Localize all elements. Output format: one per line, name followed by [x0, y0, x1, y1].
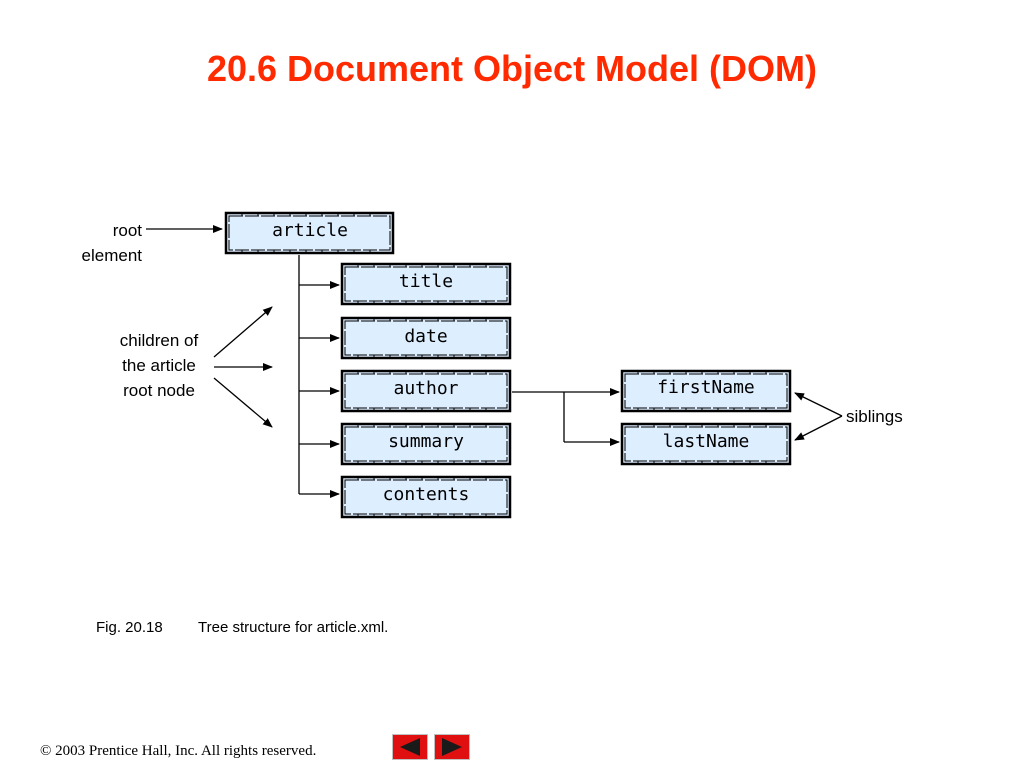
article-box	[224, 211, 395, 255]
copyright-notice: © 2003 Prentice Hall, Inc. All rights re…	[40, 743, 317, 759]
children-label-line3: root node	[123, 381, 195, 400]
date-box	[340, 316, 512, 360]
lastName-box	[620, 422, 792, 466]
figure-caption: Tree structure for article.xml.	[198, 619, 389, 636]
root-element-label-line2: element	[81, 246, 142, 265]
previous-slide-button[interactable]	[392, 734, 428, 760]
contents-box	[340, 475, 512, 519]
root-element-label-line1: root	[112, 221, 142, 240]
node-summary: summary	[388, 431, 464, 452]
right-arrow-icon	[442, 738, 462, 756]
node-date: date	[404, 326, 448, 347]
left-arrow-icon	[400, 738, 420, 756]
slide-title: 20.6 Document Object Model (DOM)	[206, 48, 818, 89]
summary-box	[340, 422, 512, 466]
children-label-line2: the article	[122, 356, 196, 375]
node-article: article	[272, 220, 348, 241]
children-arrow-down	[213, 377, 273, 428]
title-box	[340, 262, 512, 306]
siblings-label: siblings	[846, 407, 903, 426]
children-arrow-up	[213, 306, 273, 358]
node-title: title	[398, 271, 454, 292]
children-label-line1: children of	[119, 331, 199, 350]
root-element-label: root element	[60, 218, 142, 268]
node-lastName: lastName	[662, 431, 750, 452]
node-author: author	[393, 378, 459, 399]
node-contents: contents	[382, 484, 470, 505]
siblings-arrow-up	[794, 392, 843, 417]
children-label: children of the article root node	[100, 328, 218, 403]
figure-number: Fig. 20.18	[96, 619, 163, 636]
siblings-arrow-down	[794, 415, 843, 441]
next-slide-button[interactable]	[434, 734, 470, 760]
author-box	[340, 369, 512, 413]
node-firstName: firstName	[657, 377, 755, 398]
firstName-box	[620, 369, 792, 413]
